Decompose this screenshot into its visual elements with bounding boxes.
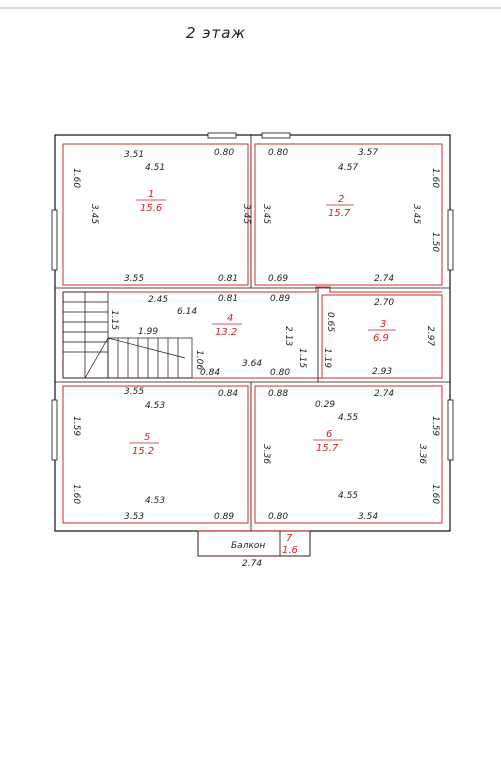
- dim-label: 3.53: [124, 512, 144, 522]
- dim-label: 0.88: [268, 389, 288, 399]
- dim-label: 3.45: [89, 204, 99, 224]
- dim-label: 0.29: [315, 400, 335, 410]
- dim-label: 2.13: [283, 326, 293, 346]
- window-left-bottom: [51, 399, 58, 461]
- room-3-outline: [321, 294, 443, 379]
- dim-label: 4.51: [145, 163, 165, 173]
- dim-label: 3.57: [358, 148, 378, 158]
- dim-label: 2.74: [374, 389, 394, 399]
- window-top-right: [261, 132, 291, 139]
- outer-wall: [54, 134, 451, 532]
- room-7-area: 1.6: [282, 545, 298, 556]
- room-6-area: 15.7: [316, 443, 339, 454]
- room-3-area: 6.9: [373, 333, 389, 344]
- staircase: [62, 291, 193, 379]
- dim-label: 4.53: [145, 401, 165, 411]
- dim-label: 2.93: [372, 367, 392, 377]
- room-5-area: 15.2: [132, 446, 154, 457]
- room-5-number: 5: [144, 432, 150, 443]
- window-top-left: [207, 132, 237, 139]
- dim-label: 0.80: [214, 148, 234, 158]
- balcony-label: Балкон: [231, 541, 265, 551]
- dim-label: 1.60: [71, 484, 81, 504]
- dim-label: 3.36: [261, 444, 271, 464]
- dim-label: 0.81: [218, 294, 238, 304]
- dim-label: 1.15: [109, 310, 119, 330]
- room-1-outline: [62, 143, 249, 286]
- dim-label: 0.81: [218, 274, 238, 284]
- dim-label: 3.55: [124, 387, 144, 397]
- dim-label: 2.70: [374, 298, 394, 308]
- dim-label: 0.84: [200, 368, 220, 378]
- dim-label: 1.99: [138, 327, 158, 337]
- window-right-bottom: [447, 399, 454, 461]
- dim-label: 0.80: [268, 512, 288, 522]
- dim-label: 4.53: [145, 496, 165, 506]
- dim-label: 2.74: [374, 274, 394, 284]
- room-4-area: 13.2: [215, 327, 237, 338]
- dim-label: 0.84: [218, 389, 238, 399]
- dim-label: 0.80: [270, 368, 290, 378]
- dim-label: 3.64: [242, 359, 262, 369]
- dim-label: 3.45: [261, 204, 271, 224]
- room-4-number: 4: [227, 313, 233, 324]
- dim-label: 3.45: [411, 204, 421, 224]
- dim-label: 0.69: [268, 274, 288, 284]
- room-labels: 1 15.6 2 15.7 4 13.2 3 6.9 5 15.2 6 15.7…: [129, 189, 396, 556]
- dim-label: 0.80: [268, 148, 288, 158]
- dimension-labels: 3.51 4.51 0.80 0.80 4.57 3.57 1.60 3.45 …: [71, 148, 440, 569]
- plan-title: 2 этаж: [186, 24, 246, 42]
- dim-label: 2.74: [242, 559, 262, 569]
- room-6-number: 6: [326, 429, 332, 440]
- room-5-outline: [62, 385, 249, 524]
- dim-label: 0.65: [325, 312, 335, 332]
- dim-label: 3.45: [241, 204, 251, 224]
- room-1-area: 15.6: [140, 203, 162, 214]
- dim-label: 1.15: [297, 348, 307, 368]
- dim-label: 1.60: [430, 484, 440, 504]
- dim-label: 3.55: [124, 274, 144, 284]
- dim-label: 3.36: [417, 444, 427, 464]
- dim-label: 0.89: [214, 512, 234, 522]
- window-right-top: [447, 209, 454, 271]
- room-2-outline: [254, 143, 443, 286]
- room-1-number: 1: [148, 189, 154, 200]
- room-3-number: 3: [380, 319, 386, 330]
- dim-label: 1.60: [430, 168, 440, 188]
- dim-label: 4.57: [338, 163, 358, 173]
- dim-label: 1.06: [194, 350, 204, 370]
- dim-label: 4.55: [338, 413, 358, 423]
- room-2-area: 15.7: [328, 208, 351, 219]
- dim-label: 1.59: [71, 416, 81, 436]
- dim-label: 1.60: [71, 168, 81, 188]
- dim-label: 6.14: [177, 307, 197, 317]
- dim-label: 1.19: [322, 348, 332, 368]
- room-6-outline: [254, 385, 443, 524]
- dim-label: 0.89: [270, 294, 290, 304]
- dim-label: 3.51: [124, 150, 144, 160]
- dim-label: 1.59: [430, 416, 440, 436]
- room-2-number: 2: [338, 194, 344, 205]
- dim-label: 2.45: [148, 295, 168, 305]
- dim-label: 1.50: [430, 232, 440, 252]
- window-left-top: [51, 209, 58, 271]
- dim-label: 4.55: [338, 491, 358, 501]
- room-7-number: 7: [286, 533, 293, 544]
- dim-label: 2.97: [425, 326, 435, 346]
- dim-label: 3.54: [358, 512, 378, 522]
